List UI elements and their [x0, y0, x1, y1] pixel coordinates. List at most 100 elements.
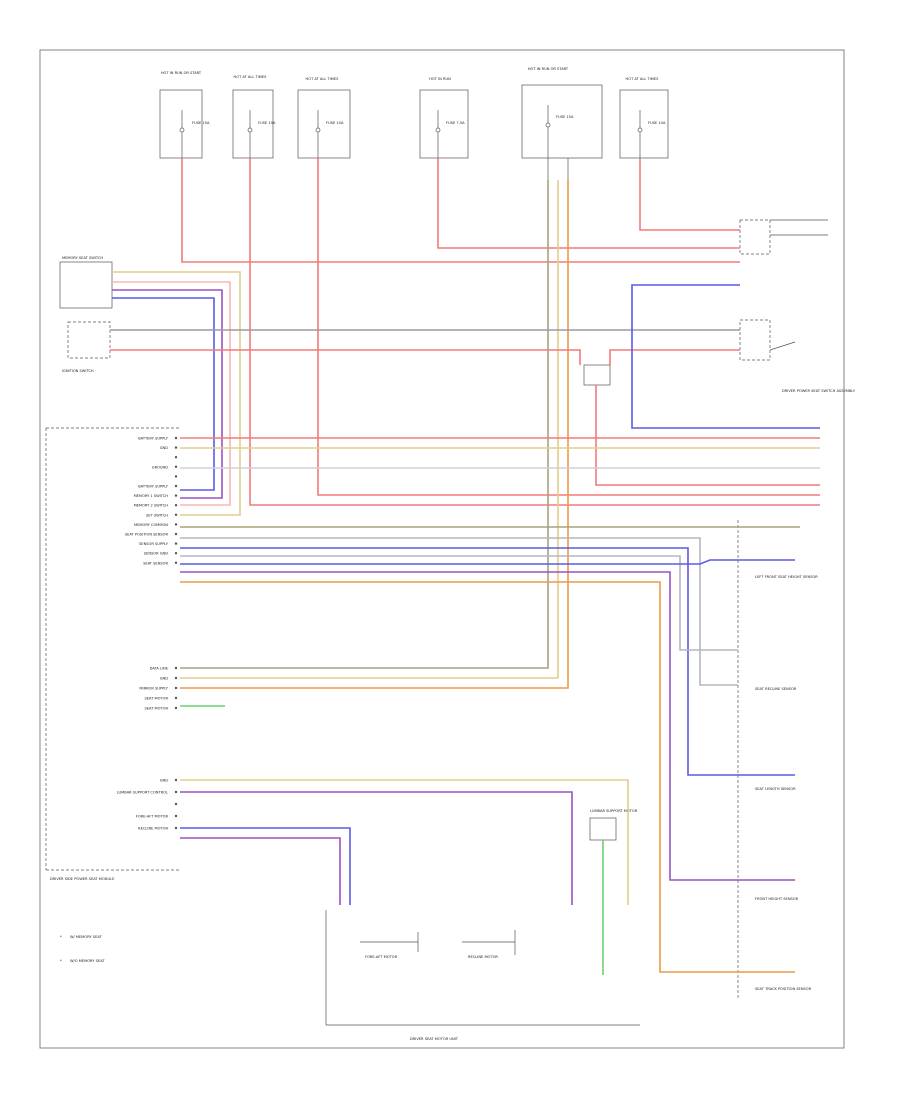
wire-fuse4-red — [437, 158, 740, 249]
fuse-box-4 — [419, 89, 469, 159]
module-pin-label: SEAT SENSOR — [143, 561, 168, 565]
fuse-group — [159, 84, 669, 159]
wire-orange-1 — [180, 581, 795, 973]
module-pin — [174, 446, 178, 449]
fuse-4-name: FUSE 7.5A — [446, 121, 465, 125]
module-pin — [174, 436, 178, 440]
ignition-switch-box — [67, 321, 111, 359]
fuse-box-3 — [297, 89, 351, 159]
module-pin-label: LUMBAR SUPPORT CONTROL — [117, 791, 168, 795]
note-1-marker: * — [60, 935, 62, 939]
fuse-box-1 — [159, 89, 203, 159]
module-pin-label: MEMORY 2 SWITCH — [134, 504, 169, 508]
module-pin — [174, 706, 178, 710]
seat-switch-lower — [739, 319, 771, 361]
module-pin — [174, 676, 178, 680]
fuse-1-top-label: HOT IN RUN OR START — [161, 71, 202, 75]
module-pin — [174, 790, 178, 794]
module-pin-label: SENSOR SUPPLY — [139, 542, 169, 546]
module-pin — [174, 456, 178, 459]
wire-mem-blue — [112, 297, 215, 491]
wire-fuse6-red — [639, 158, 740, 231]
wire-gray-2 — [180, 555, 738, 651]
note-2-marker: * — [60, 959, 62, 963]
wire-relay-olive-2 — [180, 180, 559, 679]
sensor-label-2: SEAT RECLINE SENSOR — [755, 687, 797, 691]
wire-mem-purple — [112, 289, 223, 499]
sensor-label-3: SEAT LENGTH SENSOR — [755, 787, 796, 791]
module-pin — [174, 778, 178, 782]
wire-yellow-lumbar — [180, 779, 629, 905]
wire-sw-red — [609, 349, 740, 365]
fuse-labels: HOT IN RUN OR START FUSE 15A HOT AT ALL … — [161, 67, 666, 125]
module-pin-label: GND — [160, 677, 168, 681]
sensor-label-5: SEAT TRACK POSITION SENSOR — [755, 987, 812, 991]
fuse-3-name: FUSE 10A — [326, 121, 344, 125]
module-pin — [174, 504, 178, 507]
components — [45, 158, 828, 1026]
fore-aft-motor-label: FORE-AFT MOTOR — [365, 955, 398, 959]
fuse-box-2 — [232, 89, 274, 159]
splice-block — [583, 364, 611, 386]
module-pin — [174, 666, 178, 670]
module-pin-label: SEAT MOTOR — [144, 697, 168, 701]
recline-motor-label: RECLINE MOTOR — [468, 955, 498, 959]
module-pin — [174, 802, 178, 806]
wire-purple-lumbar — [180, 791, 573, 905]
wire-ign-red — [110, 349, 581, 365]
module-pin — [174, 513, 178, 516]
module-pin — [174, 814, 178, 818]
module-pin — [174, 826, 178, 830]
wire-blue-motor — [180, 827, 351, 905]
module-pin — [174, 686, 178, 690]
ignition-switch-label: IGNITION SWITCH — [62, 369, 94, 373]
module-pin — [174, 532, 178, 536]
module-pin-label: MEMORY 1 SWITCH — [134, 494, 169, 498]
sensor-label-1: LEFT FRONT SEAT HEIGHT SENSOR — [755, 575, 818, 579]
wire-blue-2 — [180, 559, 795, 565]
seat-switch-label: DRIVER POWER SEAT SWITCH ASSEMBLY — [782, 389, 856, 393]
module-pin-label: SEAT POSITION SENSOR — [125, 533, 169, 537]
fuse-2-name: FUSE 10A — [258, 121, 276, 125]
fuse-box-5 — [521, 84, 603, 159]
module-pin-label: MIRROR SUPPLY — [139, 687, 168, 691]
wire-fuse1-red — [181, 158, 740, 263]
lumbar-motor-label: LUMBAR SUPPORT MOTOR — [590, 809, 638, 813]
module-pin-label: SET SWITCH — [146, 513, 168, 517]
note-2: W/O MEMORY SEAT — [70, 959, 105, 963]
fuse-4-top-label: HOT IN RUN — [429, 77, 451, 81]
module-pin — [174, 552, 178, 555]
module-pin — [174, 465, 178, 468]
module-pin-label: BATTERY SUPPLY — [138, 485, 169, 489]
module-pin — [174, 696, 178, 700]
module-pin-label: GROUND — [152, 465, 168, 469]
module-pin — [174, 475, 178, 478]
seat-unit-label: DRIVER SEAT MOTOR UNIT — [410, 1037, 459, 1041]
module-pin-label: DATA LINE — [150, 667, 169, 671]
lumbar-connector — [589, 817, 617, 841]
diagram-frame — [39, 49, 845, 1049]
module-pin-label: FORE-AFT MOTOR — [136, 815, 169, 819]
wires — [110, 158, 820, 975]
seat-switch-upper — [739, 219, 771, 255]
wire-fuse2-red — [249, 158, 820, 506]
wire-blue-1 — [180, 547, 795, 776]
wire-mem-yellow — [112, 271, 241, 516]
module-pin — [174, 561, 178, 564]
wire-mem-pink — [112, 281, 231, 506]
fuse-5-name: FUSE 15A — [556, 115, 574, 119]
wire-splice-red — [595, 385, 820, 486]
fuse-2-top-label: HOT AT ALL TIMES — [234, 75, 268, 79]
module-pin-label: GND — [160, 779, 168, 783]
wire-gray-1 — [180, 537, 738, 686]
memory-switch-label: MEMORY SEAT SWITCH — [62, 256, 103, 260]
module-pin-label: BATTERY SUPPLY — [138, 437, 169, 441]
wire-fuse3-red — [317, 158, 820, 496]
fuse-3-top-label: HOT AT ALL TIMES — [306, 77, 340, 81]
sensor-label-4: FRONT HEIGHT SENSOR — [755, 897, 799, 901]
wire-sw-blue — [631, 284, 820, 429]
module-pin-label: MEMORY COMMON — [134, 523, 168, 527]
module-pin-label: RECLINE MOTOR — [138, 827, 168, 831]
module-pin — [174, 523, 178, 526]
